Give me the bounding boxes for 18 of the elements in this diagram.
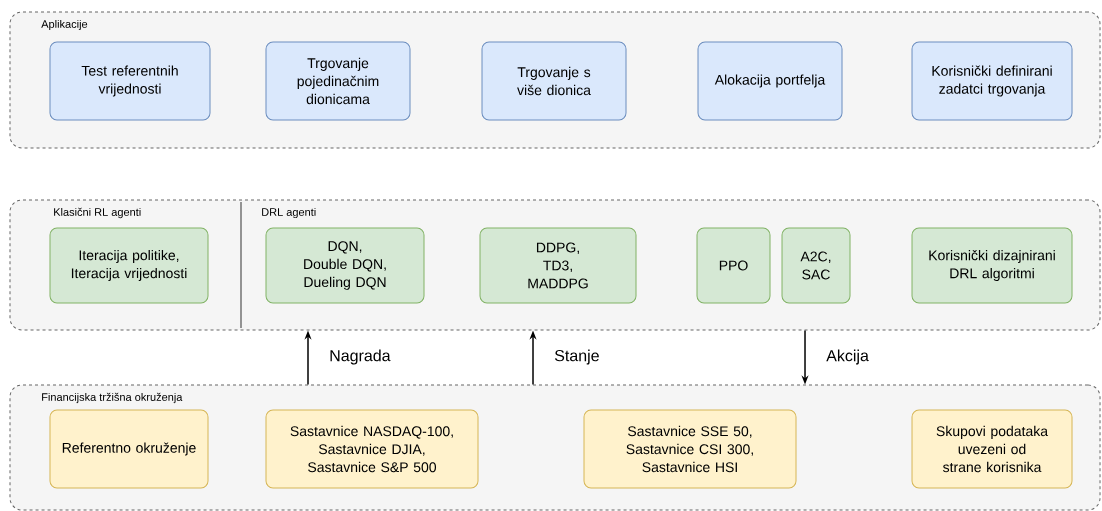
rounded-box: Referentno okruženje [49, 409, 209, 489]
rounded-box: Alokacija portfelja [697, 41, 843, 121]
rounded-box: Korisnički definirani zadatci trgovanja [911, 41, 1073, 121]
rounded-box: A2C, SAC [781, 227, 851, 304]
rounded-box: DQN, Double DQN, Dueling DQN [265, 227, 425, 304]
rounded-box: Skupovi podataka uvezeni od strane korisnika [911, 409, 1073, 489]
rounded-box: Trgovanje s više dionica [481, 41, 627, 121]
rounded-box: DDPG, TD3, MADDPG [479, 227, 637, 304]
edge-label: Akcija [826, 349, 869, 365]
edge-label: Stanje [554, 349, 599, 365]
rounded-box: Sastavnice SSE 50, Sastavnice CSI 300, Sastavnice HSI [583, 409, 797, 489]
rounded-box: PPO [696, 227, 771, 304]
edge-label: Nagrada [330, 349, 391, 365]
rounded-box: Test referentnih vrijednosti [49, 41, 211, 121]
rounded-box: Iteracija politike, Iteracija vrijednosti [49, 227, 209, 304]
rounded-box: Trgovanje pojedinačnim dionicama [265, 41, 411, 121]
rounded-box: Sastavnice NASDAQ-100, Sastavnice DJIA, Sastavnice S&P 500 [265, 409, 479, 489]
rounded-box: Korisnički dizajnirani DRL algoritmi [911, 227, 1073, 304]
